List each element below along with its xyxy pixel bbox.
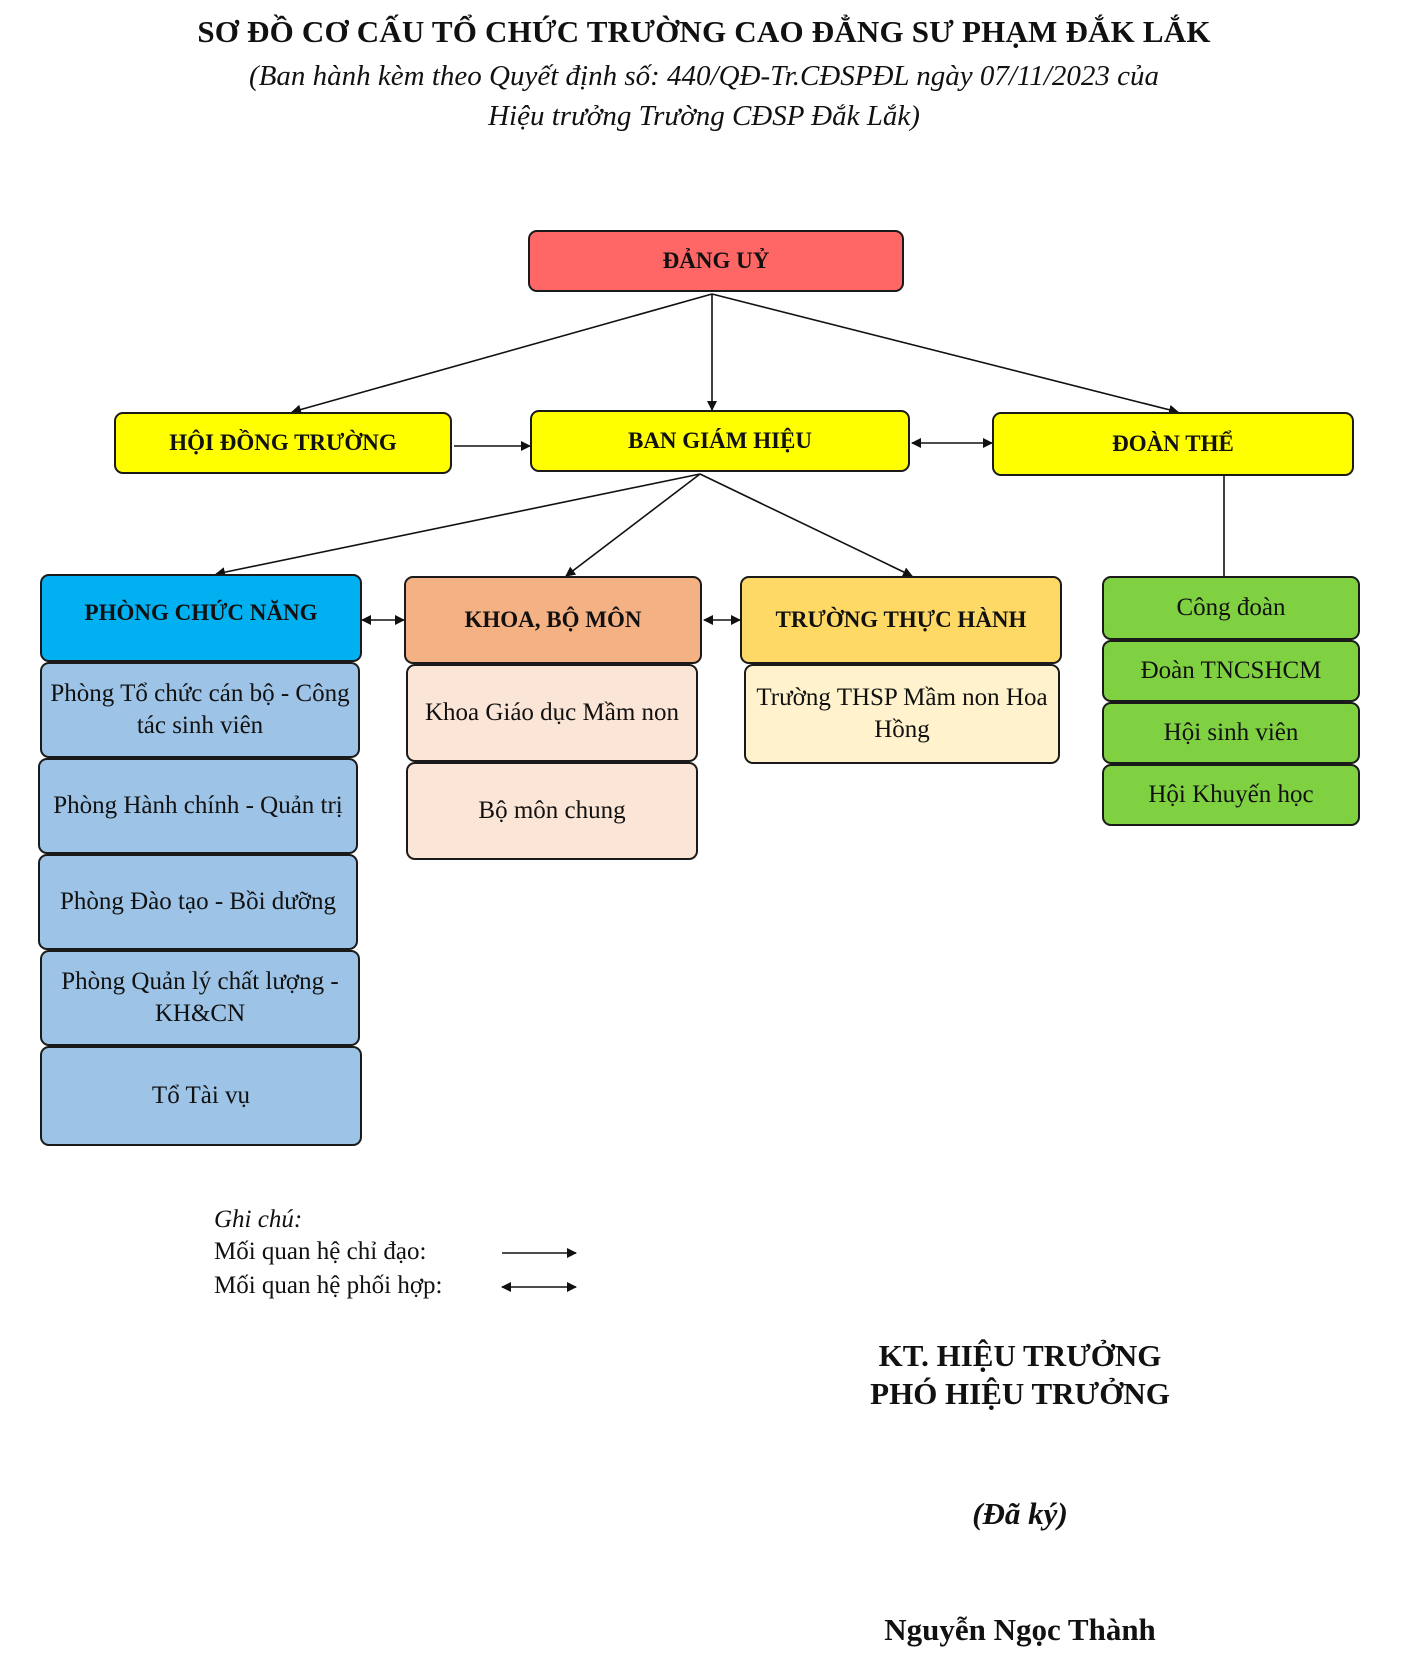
doan-the-item: Đoàn TNCSHCM (1102, 640, 1360, 702)
phong-item: Tổ Tài vụ (40, 1046, 362, 1146)
phong-item: Phòng Đào tạo - Bồi dưỡng (38, 854, 358, 950)
arrow-dangu-to-doanthe (711, 293, 1179, 415)
phong-item: Phòng Hành chính - Quản trị (38, 758, 358, 854)
arrow-bgh-to-thuchanh (699, 473, 913, 577)
khoa-item: Khoa Giáo dục Mầm non (406, 664, 698, 762)
page-subtitle-line1: (Ban hành kèm theo Quyết định số: 440/QĐ… (249, 60, 1159, 92)
node-doan-the: ĐOÀN THỂ (992, 412, 1354, 476)
signature-title-line1: KT. HIỆU TRƯỞNG (878, 1338, 1162, 1373)
doan-the-item: Hội sinh viên (1102, 702, 1360, 764)
arrow-bgh-to-phong (215, 473, 701, 578)
node-ban-giam-hieu: BAN GIÁM HIỆU (530, 410, 910, 472)
khoa-item: Bộ môn chung (406, 762, 698, 860)
legend-title: Ghi chú: (214, 1206, 303, 1233)
arrow-bgh-to-khoa (565, 473, 701, 577)
signature-title-line2: PHÓ HIỆU TRƯỞNG (870, 1376, 1170, 1411)
node-hoi-dong-truong: HỘI ĐỒNG TRƯỜNG (114, 412, 452, 474)
node-truong-thuc-hanh: TRƯỜNG THỰC HÀNH (740, 576, 1062, 664)
page-title: SƠ ĐỒ CƠ CẤU TỔ CHỨC TRƯỜNG CAO ĐẲNG SƯ … (197, 14, 1211, 49)
arrow-dangu-to-hoidong (291, 293, 713, 415)
thuc-hanh-item: Trường THSP Mầm non Hoa Hồng (744, 664, 1060, 764)
phong-item: Phòng Tổ chức cán bộ - Công tác sinh viê… (40, 662, 360, 758)
node-phong-chuc-nang: PHÒNG CHỨC NĂNG (40, 574, 362, 662)
signature-name: Nguyễn Ngọc Thành (884, 1612, 1156, 1647)
node-dang-uy: ĐẢNG UỶ (528, 230, 904, 292)
phong-item: Phòng Quản lý chất lượng - KH&CN (40, 950, 360, 1046)
legend-directive-label: Mối quan hệ chỉ đạo: (214, 1238, 427, 1265)
doan-the-item: Hội Khuyến học (1102, 764, 1360, 826)
legend-cooperative-label: Mối quan hệ phối hợp: (214, 1272, 443, 1299)
signature-signed-note: (Đã ký) (972, 1496, 1068, 1531)
node-khoa-bo-mon: KHOA, BỘ MÔN (404, 576, 702, 664)
page-subtitle-line2: Hiệu trưởng Trường CĐSP Đắk Lắk) (488, 100, 920, 132)
doan-the-item: Công đoàn (1102, 576, 1360, 640)
